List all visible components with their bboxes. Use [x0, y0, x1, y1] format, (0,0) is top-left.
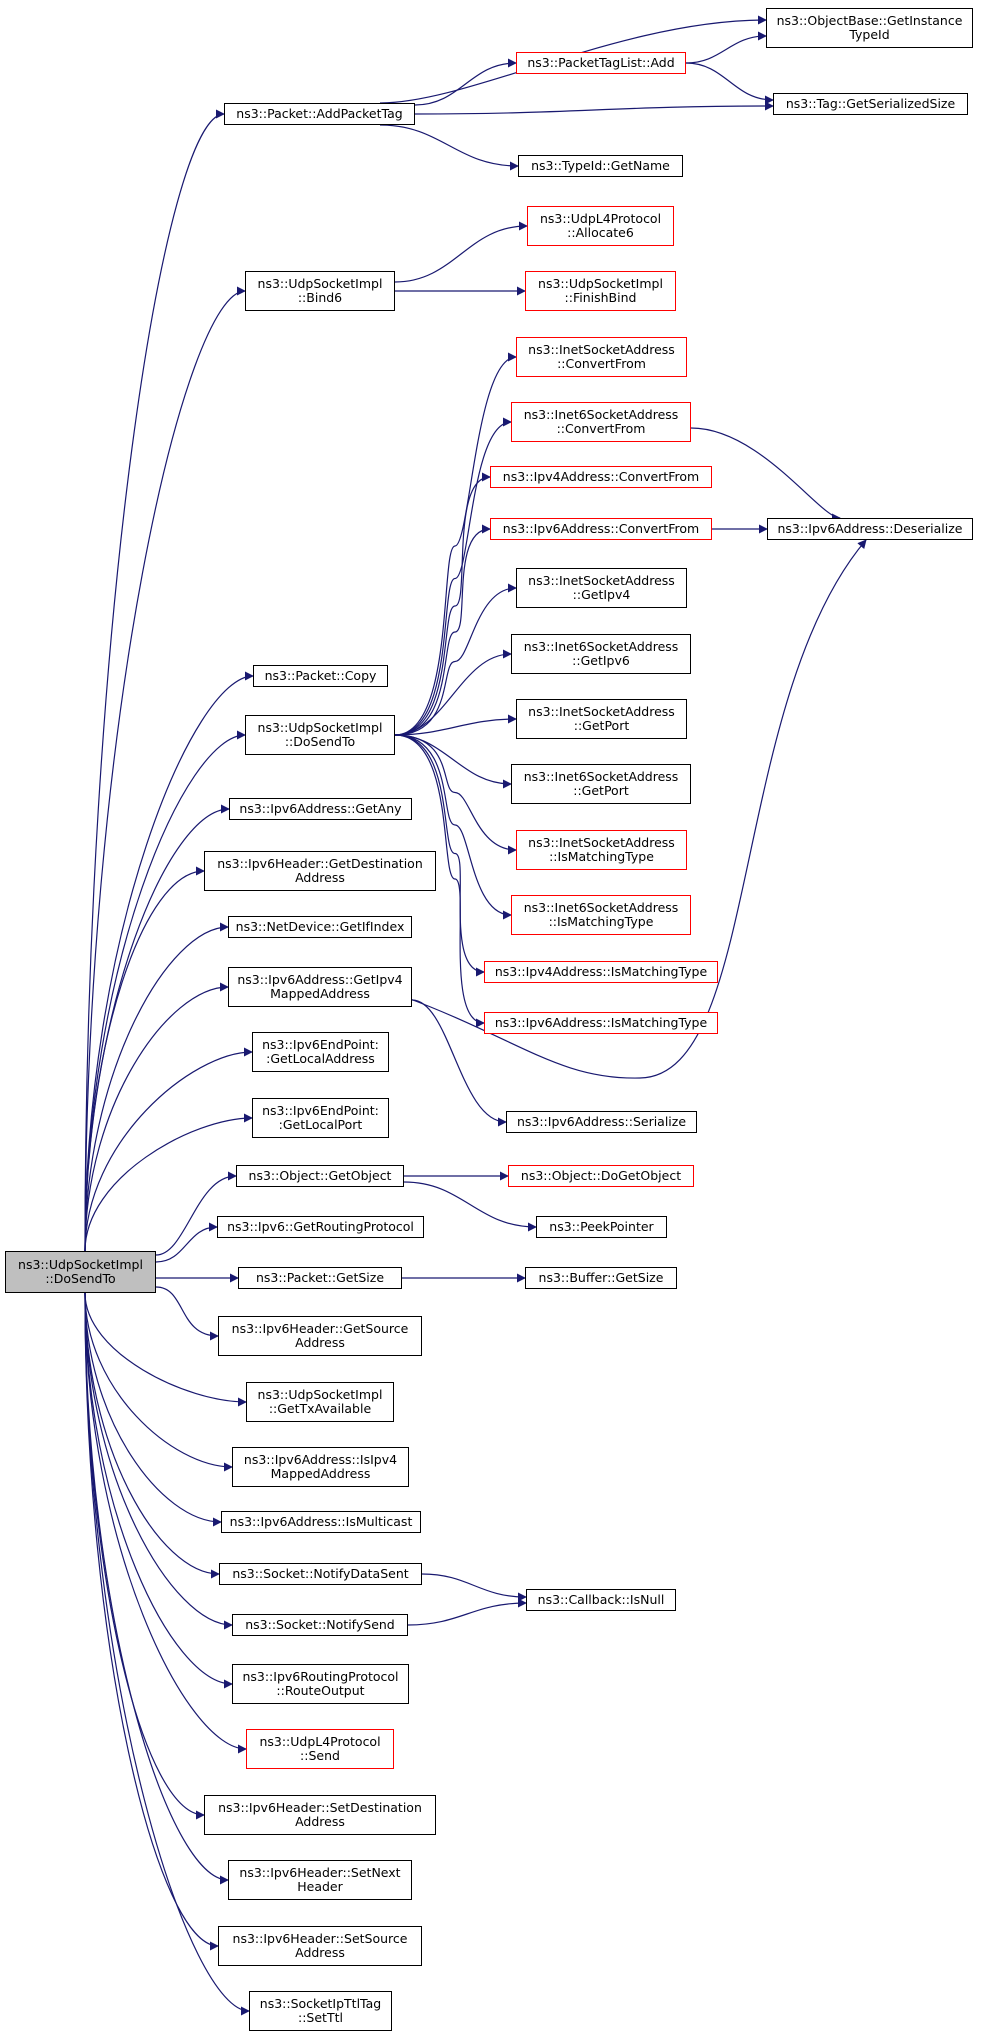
edge-root-to-ipv6addr-isipv4mapped	[84, 1292, 233, 1472]
edge-dosendto-to-inet6-getport	[394, 734, 512, 789]
edge-add-packet-tag-to-packettaglist-add	[414, 58, 517, 106]
node-typeid-getname[interactable]: ns3::TypeId::GetName	[518, 155, 683, 177]
edge-root-to-packet-copy	[84, 671, 254, 1252]
edge-root-to-udpl4-send	[84, 1292, 247, 1754]
node-ipv6hdr-getdestination[interactable]: ns3::Ipv6Header::GetDestination Address	[204, 851, 436, 891]
node-inet-ismatchingtype[interactable]: ns3::InetSocketAddress ::IsMatchingType	[516, 830, 687, 870]
node-object-dogetobject[interactable]: ns3::Object::DoGetObject	[508, 1165, 694, 1187]
node-object-getobject[interactable]: ns3::Object::GetObject	[236, 1165, 404, 1187]
edge-packettaglist-add-to-objectbase	[685, 31, 767, 64]
node-inet6-getipv6[interactable]: ns3::Inet6SocketAddress ::GetIpv6	[511, 634, 691, 674]
edge-root-to-bind6	[84, 286, 246, 1252]
edge-root-to-ipv6hdr-getdestination	[84, 866, 205, 1252]
node-packet-copy[interactable]: ns3::Packet::Copy	[253, 665, 388, 687]
node-gettxavailable[interactable]: ns3::UdpSocketImpl ::GetTxAvailable	[246, 1382, 394, 1422]
edge-bind6-to-udpl4-allocate6	[394, 221, 528, 283]
node-socket-notifydatasent[interactable]: ns3::Socket::NotifyDataSent	[219, 1563, 422, 1585]
node-dosendto2[interactable]: ns3::UdpSocketImpl ::DoSendTo	[245, 715, 395, 755]
edge-inet6-convertfrom-to-ipv6addr-deserialize	[690, 427, 841, 523]
edge-root-to-ipv6hdr-setsource	[84, 1292, 219, 1951]
node-packettaglist-add[interactable]: ns3::PacketTagList::Add	[516, 52, 686, 74]
node-udpl4-allocate6[interactable]: ns3::UdpL4Protocol ::Allocate6	[527, 206, 674, 246]
edge-root-to-socketipttltag-setttl	[84, 1292, 250, 2016]
node-objectbase-getinstancetypeid[interactable]: ns3::ObjectBase::GetInstance TypeId	[766, 8, 973, 48]
node-peekpointer[interactable]: ns3::PeekPointer	[536, 1216, 667, 1238]
node-ipv6addr-convertfrom[interactable]: ns3::Ipv6Address::ConvertFrom	[490, 518, 712, 540]
edge-root-to-socket-notifysend	[84, 1292, 233, 1630]
edge-dosendto-to-ipv6addr-ismatchingtype	[394, 734, 485, 1028]
node-ipv6endpoint-getlocalport[interactable]: ns3::Ipv6EndPoint: :GetLocalPort	[252, 1098, 389, 1138]
node-root[interactable]: ns3::UdpSocketImpl ::DoSendTo	[5, 1251, 156, 1293]
node-bind6[interactable]: ns3::UdpSocketImpl ::Bind6	[245, 271, 395, 311]
node-inet6-ismatchingtype[interactable]: ns3::Inet6SocketAddress ::IsMatchingType	[511, 895, 691, 935]
node-socketipttltag-setttl[interactable]: ns3::SocketIpTtlTag ::SetTtl	[249, 1991, 392, 2031]
node-ipv6hdr-setdestination[interactable]: ns3::Ipv6Header::SetDestination Address	[204, 1795, 436, 1835]
edge-root-to-ipv6-getroutingprotocol	[155, 1222, 218, 1263]
node-buffer-getsize[interactable]: ns3::Buffer::GetSize	[525, 1267, 677, 1289]
edge-root-to-ipv6endpoint-getlocaladdress	[84, 1047, 253, 1252]
edge-root-to-gettxavailable	[84, 1292, 247, 1407]
node-ipv6-getroutingprotocol[interactable]: ns3::Ipv6::GetRoutingProtocol	[217, 1216, 424, 1238]
edge-dosendto-to-ipv6addr-convertfrom	[394, 524, 491, 736]
edge-root-to-ipv6addr-ismulticast	[84, 1292, 222, 1527]
node-tag-getserializedsize[interactable]: ns3::Tag::GetSerializedSize	[773, 93, 968, 115]
node-packet-getsize[interactable]: ns3::Packet::GetSize	[238, 1267, 402, 1289]
node-netdevice-getifindex[interactable]: ns3::NetDevice::GetIfIndex	[228, 916, 412, 938]
node-inet-convertfrom[interactable]: ns3::InetSocketAddress ::ConvertFrom	[516, 337, 687, 377]
node-finishbind[interactable]: ns3::UdpSocketImpl ::FinishBind	[525, 271, 676, 311]
edge-object-getobject-to-peekpointer	[403, 1181, 537, 1232]
edge-add-packet-tag-to-typeid-getname	[379, 124, 519, 171]
node-callback-isnull[interactable]: ns3::Callback::IsNull	[526, 1589, 676, 1611]
edge-dosendto-to-inet-convertfrom	[394, 352, 517, 736]
node-ipv6addr-isipv4mapped[interactable]: ns3::Ipv6Address::IsIpv4 MappedAddress	[232, 1447, 409, 1487]
edge-root-to-add-packet-tag	[84, 109, 225, 1252]
edge-dosendto-to-inet6-ismatchingtype	[394, 734, 512, 920]
edge-root-to-socket-notifydatasent	[84, 1292, 220, 1579]
node-routeoutput[interactable]: ns3::Ipv6RoutingProtocol ::RouteOutput	[232, 1664, 409, 1704]
edge-packettaglist-add-to-tag-getserializedsize	[685, 62, 774, 105]
edge-dosendto-to-inet-getipv4	[394, 583, 517, 736]
node-add-packet-tag[interactable]: ns3::Packet::AddPacketTag	[224, 103, 415, 125]
edge-root-to-routeoutput	[84, 1292, 233, 1689]
edge-dosendto-to-inet-getport	[394, 714, 517, 736]
edge-root-to-ipv6endpoint-getlocalport	[84, 1113, 253, 1252]
edge-notifydatasent-to-callback-isnull	[421, 1573, 527, 1602]
edge-dosendto-to-inet6-convertfrom	[394, 417, 512, 736]
node-ipv6endpoint-getlocaladdress[interactable]: ns3::Ipv6EndPoint: :GetLocalAddress	[252, 1032, 389, 1072]
node-inet6-getport[interactable]: ns3::Inet6SocketAddress ::GetPort	[511, 764, 691, 804]
edge-root-to-ipv6hdr-getsource	[155, 1286, 219, 1341]
node-ipv6addr-serialize[interactable]: ns3::Ipv6Address::Serialize	[506, 1111, 697, 1133]
edge-dosendto-to-inet-ismatchingtype	[394, 734, 517, 855]
node-ipv6addr-deserialize[interactable]: ns3::Ipv6Address::Deserialize	[767, 518, 973, 540]
node-ipv6addr-getany[interactable]: ns3::Ipv6Address::GetAny	[229, 798, 412, 820]
node-ipv6addr-getipv4mapped[interactable]: ns3::Ipv6Address::GetIpv4 MappedAddress	[228, 967, 412, 1007]
node-inet-getport[interactable]: ns3::InetSocketAddress ::GetPort	[516, 699, 687, 739]
node-ipv6hdr-setsource[interactable]: ns3::Ipv6Header::SetSource Address	[218, 1926, 422, 1966]
node-inet-getipv4[interactable]: ns3::InetSocketAddress ::GetIpv4	[516, 568, 687, 608]
edge-root-to-netdevice-getifindex	[84, 922, 229, 1252]
edge-add-packet-tag-to-tag-getserializedsize	[414, 101, 774, 115]
edge-dosendto-to-ipv4addr-ismatchingtype	[394, 734, 485, 977]
edge-dosendto-to-ipv4addr-convertfrom	[394, 472, 491, 736]
edge-root-to-object-getobject	[155, 1171, 237, 1256]
node-ipv4addr-ismatchingtype[interactable]: ns3::Ipv4Address::IsMatchingType	[484, 961, 718, 983]
edge-getipv4mapped-to-deserialize	[404, 539, 867, 1079]
node-ipv4addr-convertfrom[interactable]: ns3::Ipv4Address::ConvertFrom	[490, 466, 712, 488]
node-ipv6hdr-getsource[interactable]: ns3::Ipv6Header::GetSource Address	[218, 1316, 422, 1356]
edge-root-to-ipv6hdr-setnext	[84, 1292, 229, 1885]
node-udpl4-send[interactable]: ns3::UdpL4Protocol ::Send	[246, 1729, 394, 1769]
edge-getipv4mapped-to-ipv6addr-serialize	[411, 999, 507, 1127]
node-socket-notifysend[interactable]: ns3::Socket::NotifySend	[232, 1614, 408, 1636]
edge-notifysend-to-callback-isnull	[407, 1598, 527, 1626]
edge-dosendto-to-inet6-getipv6	[394, 649, 512, 736]
node-ipv6hdr-setnext[interactable]: ns3::Ipv6Header::SetNext Header	[228, 1860, 412, 1900]
node-ipv6addr-ismulticast[interactable]: ns3::Ipv6Address::IsMulticast	[221, 1511, 421, 1533]
node-inet6-convertfrom[interactable]: ns3::Inet6SocketAddress ::ConvertFrom	[511, 402, 691, 442]
node-ipv6addr-ismatchingtype[interactable]: ns3::Ipv6Address::IsMatchingType	[484, 1012, 718, 1034]
edge-root-to-ipv6addr-getipv4mapped	[84, 982, 229, 1252]
